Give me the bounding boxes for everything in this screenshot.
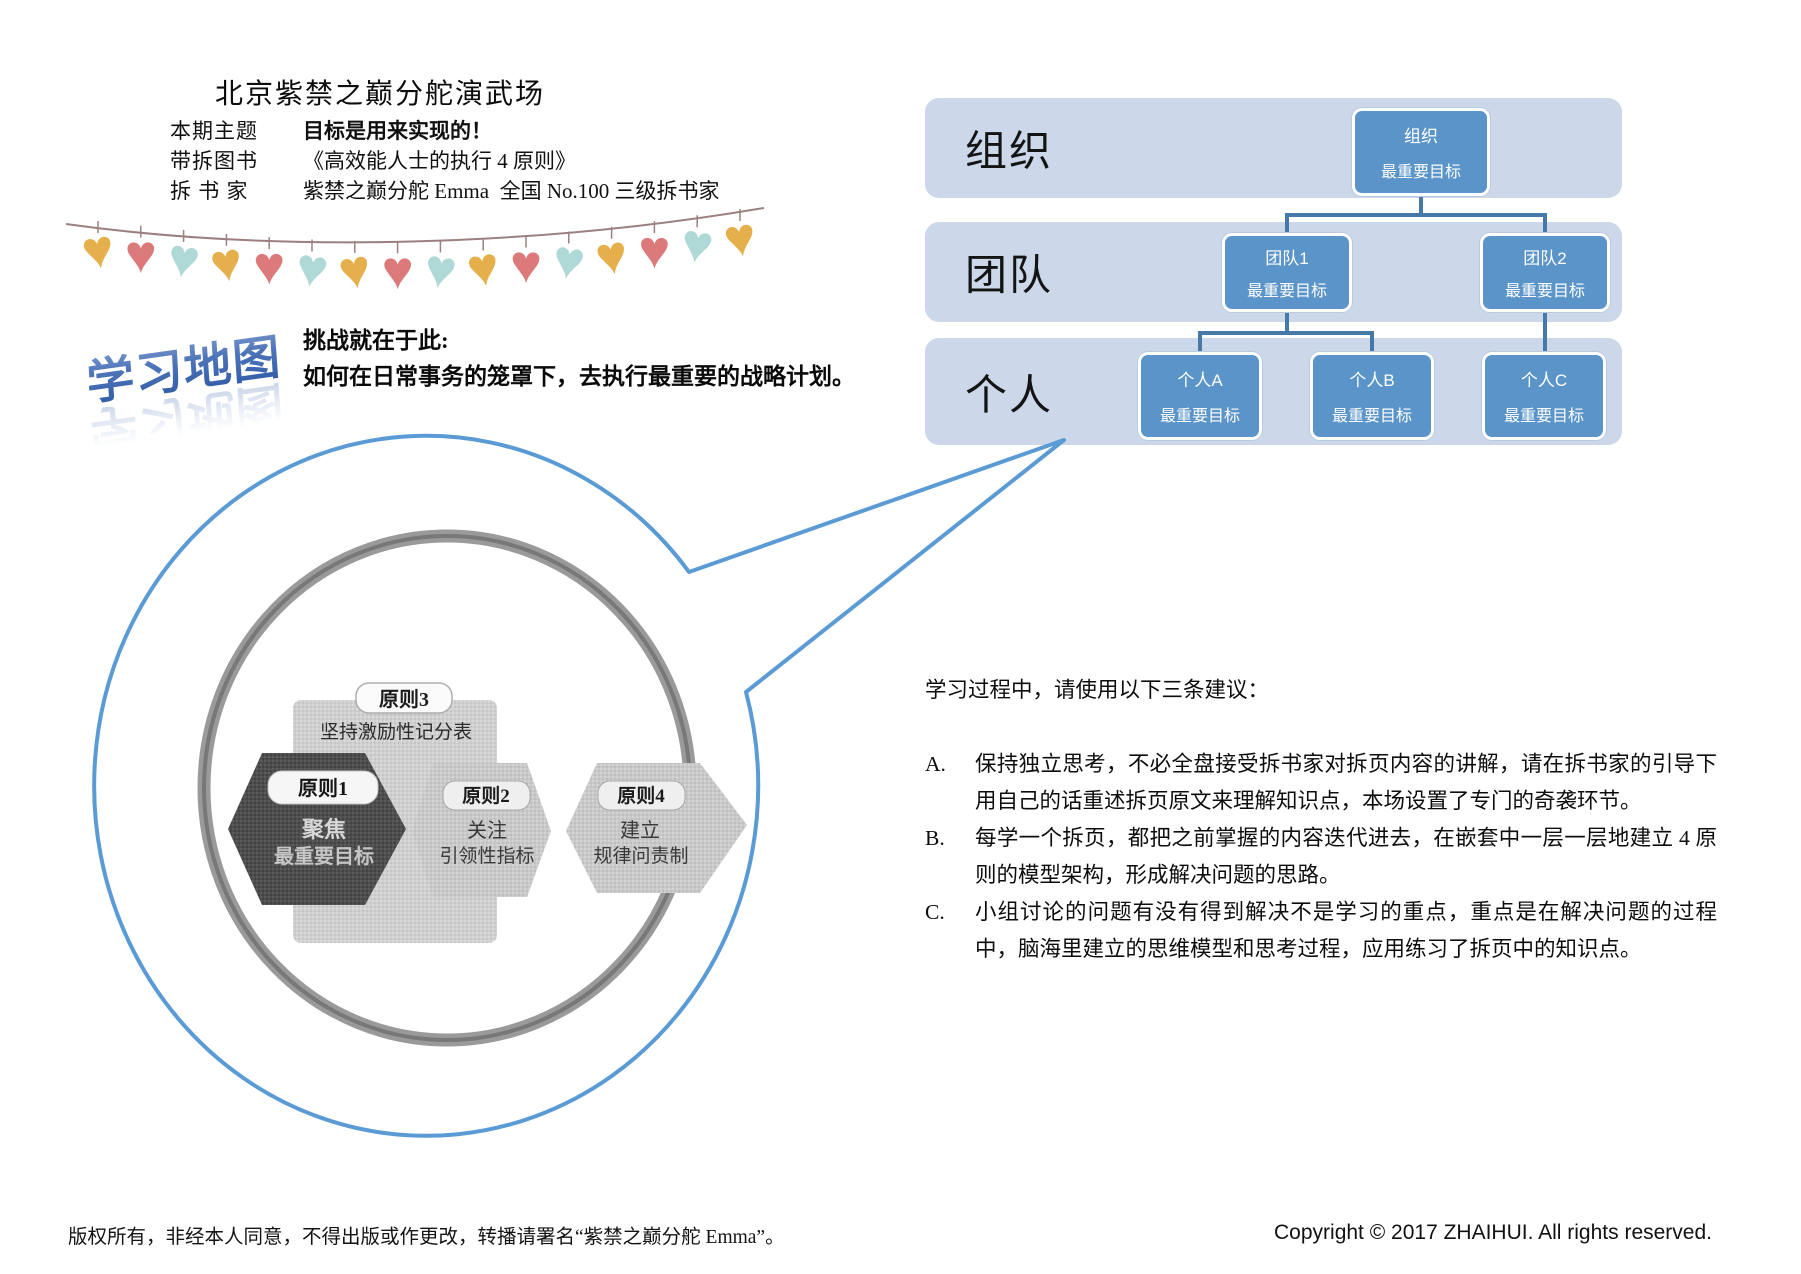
meta-label: 带拆图书 xyxy=(170,149,258,173)
org-box-title: 个人A xyxy=(1177,371,1223,390)
copyright-notice-cn: 版权所有，非经本人同意，不得出版或作更改，转播请署名“紫禁之巅分舵 Emma”。 xyxy=(68,1227,785,1248)
org-box-subtitle: 最重要目标 xyxy=(1246,283,1327,300)
principle1-tag: 原则1 xyxy=(298,777,348,800)
suggestion-text: 小组讨论的问题有没有得到解决不是学习的重点，重点是在解决问题的过程中，脑海里建立… xyxy=(975,900,1717,961)
principle4-arrow: 原则4 建立 规律问责制 xyxy=(566,763,747,893)
heart-icon: ♥ xyxy=(334,238,375,302)
org-row-label: 个人 xyxy=(965,371,1054,418)
org-row-label: 组织 xyxy=(965,127,1054,175)
header-meta: 本期主题 目标是用来实现的！ 带拆图书 《高效能人士的执行 4 原则》 拆 书 … xyxy=(170,116,719,206)
org-box-individual-b: 个人B 最重要目标 xyxy=(1310,352,1434,440)
magnifier-bubble xyxy=(92,433,1066,1138)
principle4-line1: 建立 xyxy=(620,819,660,842)
principle3-tag-pill xyxy=(355,682,453,714)
suggestion-item-a: A. 保持独立思考，不必全盘接受拆书家对拆页内容的讲解，请在拆书家的引导下用自己… xyxy=(925,746,1717,820)
org-box-team1: 团队1 最重要目标 xyxy=(1222,233,1352,312)
heart-icon: ♥ xyxy=(163,227,204,291)
gray-ring-core xyxy=(202,534,692,1042)
heart-icon: ♥ xyxy=(548,228,589,292)
org-box-title: 团队1 xyxy=(1265,249,1309,268)
banner-string xyxy=(65,207,765,244)
heart-icon: ♥ xyxy=(253,236,285,296)
org-row-organization: 组织 xyxy=(925,98,1622,198)
principle1-arrow: 原则1 聚焦 最重要目标 xyxy=(228,753,406,905)
page-title: 北京紫禁之巅分舵演武场 xyxy=(214,79,545,110)
heart-icon: ♥ xyxy=(420,237,461,301)
meta-row-topic: 本期主题 目标是用来实现的！ xyxy=(170,116,719,146)
heart-icon: ♥ xyxy=(677,212,718,276)
principle2-line1: 关注 xyxy=(467,819,507,842)
principle2-shape xyxy=(412,763,551,897)
suggestion-item-b: B. 每学一个拆页，都把之前掌握的内容迭代进去，在嵌套中一层一层地建立 4 原则… xyxy=(925,820,1717,894)
org-box-title: 团队2 xyxy=(1523,249,1567,268)
heart-icon: ♥ xyxy=(206,231,247,295)
org-box-title: 个人B xyxy=(1349,371,1395,390)
principle4-tag-pill xyxy=(597,780,686,811)
principle4-line2: 规律问责制 xyxy=(593,845,688,867)
meta-value: 《高效能人士的执行 4 原则》 xyxy=(303,149,576,173)
meta-label: 本期主题 xyxy=(170,119,258,143)
heart-icon: ♥ xyxy=(291,236,332,300)
org-box-subtitle: 最重要目标 xyxy=(1380,164,1461,181)
org-box-individual-c: 个人C 最重要目标 xyxy=(1482,352,1606,440)
heart-icon: ♥ xyxy=(125,225,157,285)
org-row-label: 团队 xyxy=(965,251,1054,299)
principle3-rect xyxy=(293,700,497,943)
hearts-banner: ♥♥♥♥♥♥♥♥♥♥♥♥♥♥♥♥ xyxy=(65,206,765,302)
heart-icon: ♥ xyxy=(591,224,632,288)
principle2-arrow: 原则2 关注 引领性指标 xyxy=(412,763,551,897)
challenge-block: 挑战就在于此: 如何在日常事务的笼罩下，去执行最重要的战略计划。 xyxy=(303,323,855,395)
org-box-subtitle: 最重要目标 xyxy=(1504,283,1585,300)
learning-map-wordart: 学习地图 学习地图 xyxy=(84,317,287,470)
principle4-tag: 原则4 xyxy=(617,785,665,807)
suggestion-text: 保持独立思考，不必全盘接受拆书家对拆页内容的讲解，请在拆书家的引导下用自己的话重… xyxy=(975,752,1717,813)
principle1-shape xyxy=(228,753,406,905)
heart-icon: ♥ xyxy=(719,206,760,270)
meta-row-book: 带拆图书 《高效能人士的执行 4 原则》 xyxy=(170,146,719,176)
org-box-team2: 团队2 最重要目标 xyxy=(1480,233,1610,312)
suggestions-intro: 学习过程中，请使用以下三条建议： xyxy=(925,678,1270,702)
heart-icon: ♥ xyxy=(510,235,542,295)
suggestions-block: 学习过程中，请使用以下三条建议： A. 保持独立思考，不必全盘接受拆书家对拆页内… xyxy=(925,672,1717,968)
heart-icon: ♥ xyxy=(463,235,504,299)
suggestion-key: A. xyxy=(925,752,946,776)
principle3-text: 坚持激励性记分表 xyxy=(320,721,472,743)
heart-icon: ♥ xyxy=(382,240,414,300)
heart-icon: ♥ xyxy=(638,220,670,280)
principle3-tag: 原则3 xyxy=(379,688,429,711)
suggestion-item-c: C. 小组讨论的问题有没有得到解决不是学习的重点，重点是在解决问题的过程中，脑海… xyxy=(925,894,1717,968)
meta-row-reader: 拆 书 家 紫禁之巅分舵 Emma 全国 No.100 三级拆书家 xyxy=(170,176,719,206)
org-box-title: 个人C xyxy=(1520,371,1568,390)
challenge-title: 挑战就在于此: xyxy=(303,328,449,353)
principle4-shape xyxy=(566,763,747,893)
suggestion-key: B. xyxy=(925,826,945,850)
principle1-line2: 最重要目标 xyxy=(274,845,374,868)
principle3-block: 原则3 坚持激励性记分表 xyxy=(293,682,497,943)
org-box-subtitle: 最重要目标 xyxy=(1503,408,1584,425)
org-box-title: 组织 xyxy=(1404,127,1438,146)
copyright-notice-en: Copyright © 2017 ZHAIHUI. All rights res… xyxy=(1274,1221,1712,1244)
org-box-subtitle: 最重要目标 xyxy=(1159,408,1240,425)
meta-label: 拆 书 家 xyxy=(170,179,249,203)
org-box-individual-a: 个人A 最重要目标 xyxy=(1138,352,1262,440)
heart-icon: ♥ xyxy=(77,218,118,282)
principle2-line2: 引领性指标 xyxy=(439,845,534,867)
suggestion-key: C. xyxy=(925,900,945,924)
org-box-subtitle: 最重要目标 xyxy=(1331,408,1412,425)
meta-value: 紫禁之巅分舵 Emma 全国 No.100 三级拆书家 xyxy=(303,179,720,203)
org-box-organization: 组织 最重要目标 xyxy=(1352,108,1490,196)
meta-value: 目标是用来实现的！ xyxy=(303,119,492,143)
principle2-tag-pill xyxy=(442,780,531,811)
challenge-text: 如何在日常事务的笼罩下，去执行最重要的战略计划。 xyxy=(303,364,855,389)
principle1-tag-pill xyxy=(267,770,379,805)
principle1-line1: 聚焦 xyxy=(301,817,346,842)
gray-ring xyxy=(197,529,697,1047)
principle2-tag: 原则2 xyxy=(462,785,510,807)
suggestion-text: 每学一个拆页，都把之前掌握的内容迭代进去，在嵌套中一层一层地建立 4 原则的模型… xyxy=(975,826,1717,887)
